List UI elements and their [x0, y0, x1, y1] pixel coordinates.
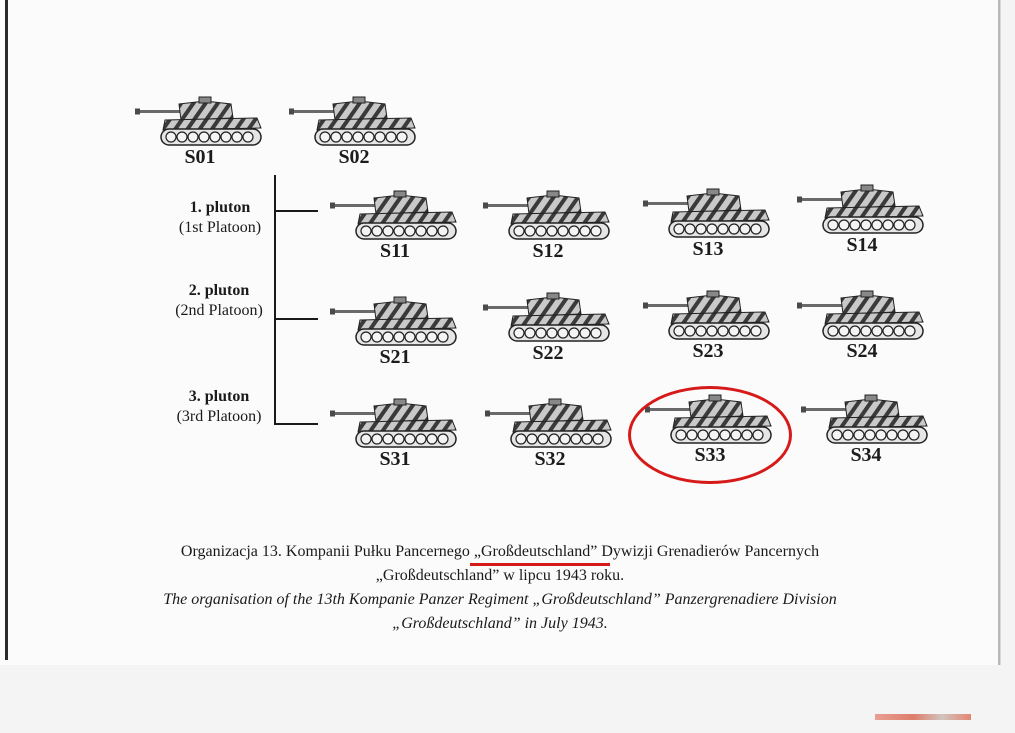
tank-unit-s31: S31 [325, 398, 465, 471]
tank-unit-s14: S14 [792, 184, 932, 257]
scan-stamp-mark [875, 714, 971, 720]
tiger-tank-icon [638, 290, 778, 342]
tank-label: S22 [532, 342, 564, 364]
tank-label: S14 [846, 234, 878, 256]
tank-label: S12 [532, 240, 564, 262]
document-page: S01 S02 1. pluton (1st Platoon) 2. pluto… [5, 0, 1001, 665]
figure-caption: Organizacja 13. Kompanii Pułku Pancerneg… [80, 540, 920, 636]
page-right-edge [998, 0, 1000, 665]
tank-unit-hq-1: S01 [130, 96, 270, 169]
red-underline-annotation [470, 563, 610, 566]
org-bracket-tick-2 [274, 318, 318, 320]
tiger-tank-icon [325, 398, 465, 450]
tank-unit-s12: S12 [478, 190, 618, 263]
org-bracket-tick-1 [274, 210, 318, 212]
tiger-tank-icon [480, 398, 620, 450]
platoon-english: (2nd Platoon) [175, 302, 263, 319]
tiger-tank-icon [638, 188, 778, 240]
tiger-tank-icon [325, 190, 465, 242]
platoon-label-2: 2. pluton (2nd Platoon) [158, 281, 280, 321]
tank-unit-s24: S24 [792, 290, 932, 363]
caption-english-line-1: The organisation of the 13th Kompanie Pa… [163, 591, 837, 608]
tank-unit-hq-2: S02 [284, 96, 424, 169]
tiger-tank-icon [792, 184, 932, 236]
tiger-tank-icon [325, 296, 465, 348]
tank-unit-s32: S32 [480, 398, 620, 471]
tank-unit-s13: S13 [638, 188, 778, 261]
org-bracket-line [274, 175, 276, 425]
tank-label: S24 [846, 340, 878, 362]
tank-label: S11 [379, 240, 411, 262]
tank-label: S31 [379, 448, 411, 470]
org-bracket-tick-3 [274, 423, 318, 425]
caption-polish-line-2: „Großdeutschland” w lipcu 1943 roku. [375, 567, 625, 584]
caption-polish-line-1: Organizacja 13. Kompanii Pułku Pancerneg… [180, 543, 820, 560]
platoon-english: (1st Platoon) [178, 219, 262, 236]
platoon-name: 2. pluton [188, 282, 250, 299]
platoon-english: (3rd Platoon) [176, 408, 262, 425]
tiger-tank-icon [796, 394, 936, 446]
platoon-label-1: 1. pluton (1st Platoon) [160, 198, 280, 238]
tiger-tank-icon [478, 292, 618, 344]
tiger-tank-icon [284, 96, 424, 148]
tank-label: S34 [850, 444, 882, 466]
tank-unit-s22: S22 [478, 292, 618, 365]
tank-unit-s11: S11 [325, 190, 465, 263]
tank-label: S32 [534, 448, 566, 470]
tank-label: S23 [692, 340, 724, 362]
platoon-label-3: 3. pluton (3rd Platoon) [158, 387, 280, 427]
platoon-name: 3. pluton [188, 388, 250, 405]
tank-unit-s34: S34 [796, 394, 936, 467]
caption-english-line-2: „Großdeutschland” in July 1943. [392, 615, 608, 632]
page-left-edge [5, 0, 8, 660]
tiger-tank-icon [478, 190, 618, 242]
tiger-tank-icon [130, 96, 270, 148]
highlight-circle-annotation [628, 386, 792, 484]
tank-label: S13 [692, 238, 724, 260]
tank-label: S21 [379, 346, 411, 368]
tank-unit-s23: S23 [638, 290, 778, 363]
tiger-tank-icon [792, 290, 932, 342]
tank-label: S02 [338, 146, 370, 168]
tank-label: S01 [184, 146, 216, 168]
platoon-name: 1. pluton [189, 199, 251, 216]
tank-unit-s21: S21 [325, 296, 465, 369]
